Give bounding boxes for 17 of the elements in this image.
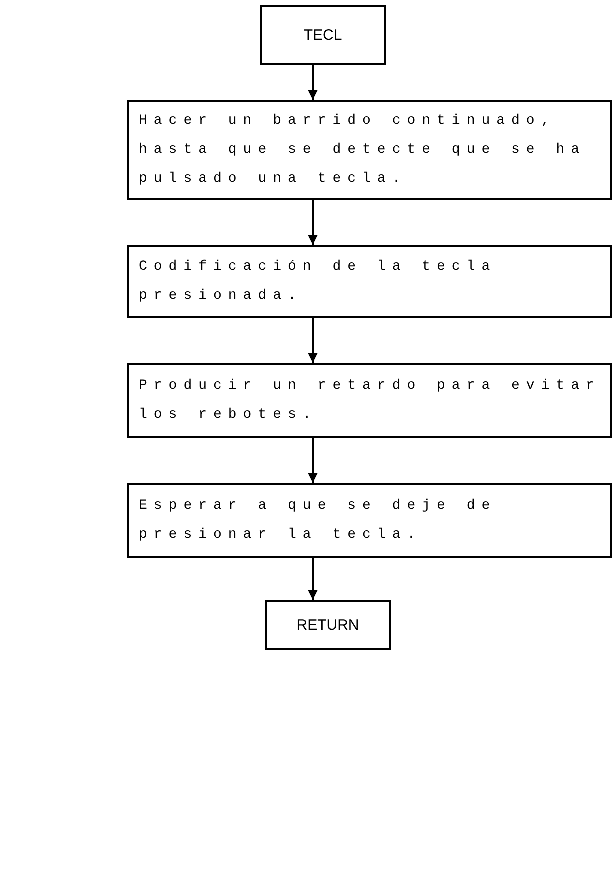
- step-text: Codificación de la tecla presionada.: [139, 258, 498, 306]
- step-text: Hacer un barrido continuado, hasta que se detecte que se ha pulsado una tecla.: [139, 112, 588, 188]
- terminal-box: [265, 600, 391, 650]
- step-text: Producir un retardo para evitar los rebotes.: [139, 376, 602, 424]
- process-box: [127, 363, 612, 438]
- arrow: [308, 318, 318, 363]
- step-text: TECL: [304, 26, 342, 44]
- arrow: [308, 558, 318, 600]
- arrow: [308, 65, 318, 100]
- process-box: [127, 100, 612, 200]
- step-text: Esperar a que se deje de presionar la tecla.: [139, 496, 498, 544]
- step-text: RETURN: [296, 616, 360, 634]
- process-box: [127, 245, 612, 318]
- arrow: [308, 438, 318, 483]
- process-box: [127, 483, 612, 558]
- terminal-box: [260, 5, 386, 65]
- arrow: [308, 200, 318, 245]
